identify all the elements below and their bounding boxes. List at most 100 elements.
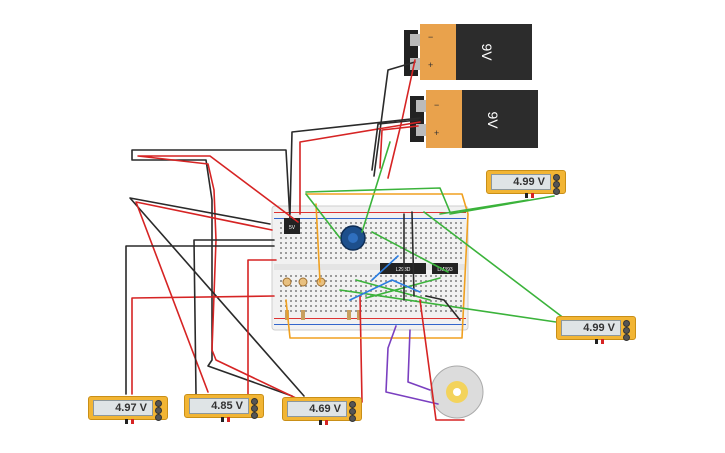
breadboard-hole[interactable]	[385, 300, 387, 302]
breadboard-hole[interactable]	[405, 275, 407, 277]
breadboard-hole[interactable]	[310, 237, 312, 239]
breadboard-hole[interactable]	[330, 275, 332, 277]
breadboard-hole[interactable]	[395, 222, 397, 224]
breadboard-hole[interactable]	[325, 257, 327, 259]
breadboard-hole[interactable]	[450, 280, 452, 282]
breadboard-hole[interactable]	[310, 227, 312, 229]
breadboard-hole[interactable]	[445, 310, 447, 312]
breadboard-hole[interactable]	[285, 295, 287, 297]
breadboard-hole[interactable]	[415, 280, 417, 282]
breadboard-hole[interactable]	[460, 290, 462, 292]
breadboard-hole[interactable]	[415, 232, 417, 234]
breadboard-hole[interactable]	[420, 232, 422, 234]
breadboard-hole[interactable]	[330, 280, 332, 282]
breadboard-hole[interactable]	[315, 237, 317, 239]
breadboard-hole[interactable]	[300, 232, 302, 234]
breadboard-hole[interactable]	[365, 285, 367, 287]
wire-black-long[interactable]	[131, 149, 293, 397]
breadboard-hole[interactable]	[395, 247, 397, 249]
breadboard-hole[interactable]	[300, 247, 302, 249]
breadboard-hole[interactable]	[280, 252, 282, 254]
breadboard-hole[interactable]	[330, 300, 332, 302]
breadboard-hole[interactable]	[355, 222, 357, 224]
multimeter-top-right-port-1[interactable]	[553, 174, 560, 181]
breadboard-hole[interactable]	[455, 257, 457, 259]
breadboard-hole[interactable]	[310, 305, 312, 307]
breadboard-hole[interactable]	[395, 232, 397, 234]
breadboard-hole[interactable]	[370, 285, 372, 287]
breadboard-hole[interactable]	[315, 290, 317, 292]
breadboard-hole[interactable]	[280, 227, 282, 229]
breadboard-hole[interactable]	[400, 222, 402, 224]
breadboard-hole[interactable]	[435, 242, 437, 244]
breadboard-hole[interactable]	[415, 247, 417, 249]
breadboard-hole[interactable]	[420, 295, 422, 297]
breadboard-hole[interactable]	[380, 242, 382, 244]
breadboard-hole[interactable]	[370, 237, 372, 239]
breadboard-hole[interactable]	[430, 242, 432, 244]
breadboard-hole[interactable]	[450, 275, 452, 277]
breadboard-hole[interactable]	[365, 242, 367, 244]
breadboard-hole[interactable]	[455, 227, 457, 229]
breadboard-hole[interactable]	[360, 222, 362, 224]
voltage-regulator[interactable]: 5V	[284, 218, 300, 234]
breadboard-hole[interactable]	[415, 305, 417, 307]
breadboard-hole[interactable]	[395, 300, 397, 302]
breadboard-hole[interactable]	[390, 242, 392, 244]
breadboard-hole[interactable]	[285, 257, 287, 259]
breadboard-hole[interactable]	[460, 310, 462, 312]
breadboard-hole[interactable]	[440, 227, 442, 229]
breadboard-hole[interactable]	[420, 222, 422, 224]
breadboard-hole[interactable]	[320, 242, 322, 244]
multimeter-bottom-2-port-1[interactable]	[251, 398, 258, 405]
breadboard-hole[interactable]	[300, 305, 302, 307]
breadboard-hole[interactable]	[335, 285, 337, 287]
breadboard-hole[interactable]	[410, 305, 412, 307]
breadboard-hole[interactable]	[460, 222, 462, 224]
breadboard-hole[interactable]	[390, 275, 392, 277]
breadboard-hole[interactable]	[435, 257, 437, 259]
breadboard-hole[interactable]	[365, 300, 367, 302]
breadboard-hole[interactable]	[420, 290, 422, 292]
breadboard-hole[interactable]	[360, 247, 362, 249]
breadboard-hole[interactable]	[385, 237, 387, 239]
breadboard-hole[interactable]	[355, 252, 357, 254]
breadboard-hole[interactable]	[430, 232, 432, 234]
breadboard-hole[interactable]	[460, 257, 462, 259]
breadboard-hole[interactable]	[430, 310, 432, 312]
breadboard-hole[interactable]	[305, 232, 307, 234]
breadboard-hole[interactable]	[335, 227, 337, 229]
battery-bottom-minus-terminal[interactable]	[416, 100, 426, 112]
breadboard-hole[interactable]	[350, 257, 352, 259]
breadboard-hole[interactable]	[350, 252, 352, 254]
breadboard-hole[interactable]	[325, 305, 327, 307]
breadboard-hole[interactable]	[460, 227, 462, 229]
breadboard-hole[interactable]	[335, 310, 337, 312]
breadboard-hole[interactable]	[315, 295, 317, 297]
breadboard-hole[interactable]	[450, 227, 452, 229]
breadboard-hole[interactable]	[420, 242, 422, 244]
wire-red-meter1[interactable]	[131, 295, 275, 395]
breadboard-hole[interactable]	[305, 305, 307, 307]
multimeter-bottom-1-probe-black[interactable]	[125, 419, 128, 424]
breadboard-hole[interactable]	[280, 280, 282, 282]
breadboard-hole[interactable]	[315, 300, 317, 302]
breadboard-hole[interactable]	[455, 275, 457, 277]
breadboard-hole[interactable]	[430, 305, 432, 307]
breadboard-hole[interactable]	[430, 237, 432, 239]
breadboard-hole[interactable]	[385, 280, 387, 282]
breadboard-hole[interactable]	[390, 305, 392, 307]
breadboard-hole[interactable]	[385, 222, 387, 224]
multimeter-top-right-probe-black[interactable]	[525, 193, 528, 198]
breadboard-hole[interactable]	[370, 247, 372, 249]
breadboard-hole[interactable]	[295, 285, 297, 287]
battery-bottom-plus-terminal[interactable]	[416, 124, 426, 136]
multimeter-bottom-1[interactable]: 4.97 V	[88, 396, 168, 424]
breadboard-hole[interactable]	[335, 300, 337, 302]
breadboard-hole[interactable]	[385, 305, 387, 307]
breadboard-hole[interactable]	[285, 275, 287, 277]
breadboard-hole[interactable]	[290, 275, 292, 277]
breadboard-hole[interactable]	[400, 300, 402, 302]
breadboard-hole[interactable]	[385, 242, 387, 244]
breadboard-hole[interactable]	[455, 280, 457, 282]
